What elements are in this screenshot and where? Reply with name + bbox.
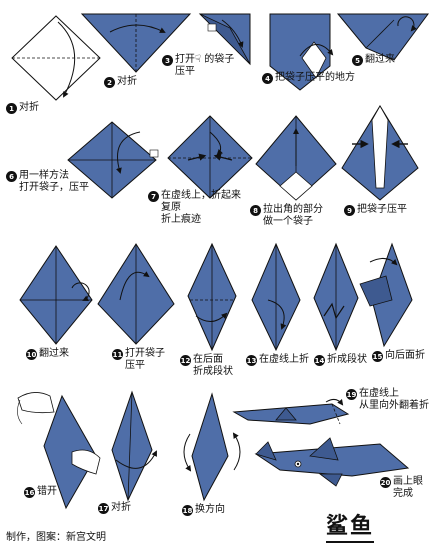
step-1-number: 1	[6, 103, 17, 114]
step-9-caption: 9 把袋子压平	[344, 204, 407, 216]
step-15-caption: 15 向后面折	[372, 350, 425, 362]
step-7-preliminary-base	[167, 115, 253, 199]
step-16-caption: 16 错开	[24, 486, 57, 498]
step-20-caption: 20 画上眼 完成	[380, 476, 423, 499]
step-3-caption: 3 打开☟ 的袋子 压平	[162, 54, 234, 78]
step-17-fold-half	[111, 390, 157, 502]
step-4-caption: 4 把袋子压平的地方	[262, 72, 355, 84]
credit-line: 制作，图案：新宫文明	[6, 532, 106, 543]
step-14-number: 14	[314, 355, 325, 366]
step-10-caption: 10 翻过来	[26, 348, 69, 360]
step-8-number: 8	[250, 205, 261, 216]
step-19-shark	[232, 398, 350, 425]
step-5-caption: 5 翻过来	[352, 54, 395, 66]
step-3-number: 3	[162, 55, 173, 66]
step-13-caption: 13 在虚线上折	[246, 354, 309, 366]
step-20-number: 20	[380, 477, 391, 488]
step-6-square	[67, 121, 159, 199]
step-12-number: 12	[180, 355, 191, 366]
step-6-number: 6	[6, 171, 17, 182]
step-20-finished-shark	[254, 437, 410, 487]
step-5-flip	[336, 13, 429, 61]
step-6-caption: 6 用一样方法 打开袋子，压平	[6, 170, 89, 194]
step-2-caption: 2 对折	[104, 76, 137, 88]
step-2-triangle	[80, 13, 192, 73]
step-11-caption: 11 打开袋子 压平	[112, 348, 165, 371]
step-7-number: 7	[148, 191, 159, 202]
step-3-small-triangle	[198, 13, 251, 66]
step-19-number: 19	[346, 389, 357, 400]
step-10-long-diamond	[19, 245, 93, 345]
step-8-kite	[255, 115, 337, 201]
step-10-number: 10	[26, 349, 37, 360]
step-18-number: 18	[182, 505, 193, 516]
step-18-rotate	[183, 392, 241, 502]
step-19-caption: 19 在虚线上 从里向外翻着折	[346, 388, 429, 411]
step-13-number: 13	[246, 355, 257, 366]
step-15-number: 15	[372, 351, 383, 362]
step-1-caption: 1 对折	[6, 102, 39, 114]
step-9-number: 9	[344, 205, 355, 216]
step-8-caption: 8 拉出角的部分 做一个袋子	[250, 204, 323, 228]
step-9-bird-base	[341, 105, 419, 201]
step-15-shark-blank	[359, 242, 413, 348]
step-17-caption: 17 对折	[98, 502, 131, 514]
step-13-narrow-diamond	[251, 242, 301, 352]
step-5-number: 5	[352, 55, 363, 66]
step-12-narrow-diamond	[187, 242, 237, 352]
step-16-number: 16	[24, 487, 35, 498]
step-16-hands-fold	[17, 392, 101, 510]
step-2-number: 2	[104, 77, 115, 88]
step-7-caption: 7 在虚线上，折起来 复原 折上痕迹	[148, 190, 241, 226]
step-4-number: 4	[262, 73, 273, 84]
step-12-caption: 12 在后面 折成段状	[180, 354, 233, 377]
step-14-caption: 14 折成段状	[314, 354, 367, 366]
step-14-narrow-diamond	[313, 242, 359, 352]
step-11-diamond	[97, 243, 175, 345]
step-4-square-pocket	[269, 13, 334, 91]
step-17-number: 17	[98, 503, 109, 514]
step-18-caption: 18 换方向	[182, 504, 225, 516]
step-11-number: 11	[112, 349, 123, 360]
step-1-square	[11, 15, 101, 101]
diagram-title: 鲨鱼	[326, 508, 375, 543]
